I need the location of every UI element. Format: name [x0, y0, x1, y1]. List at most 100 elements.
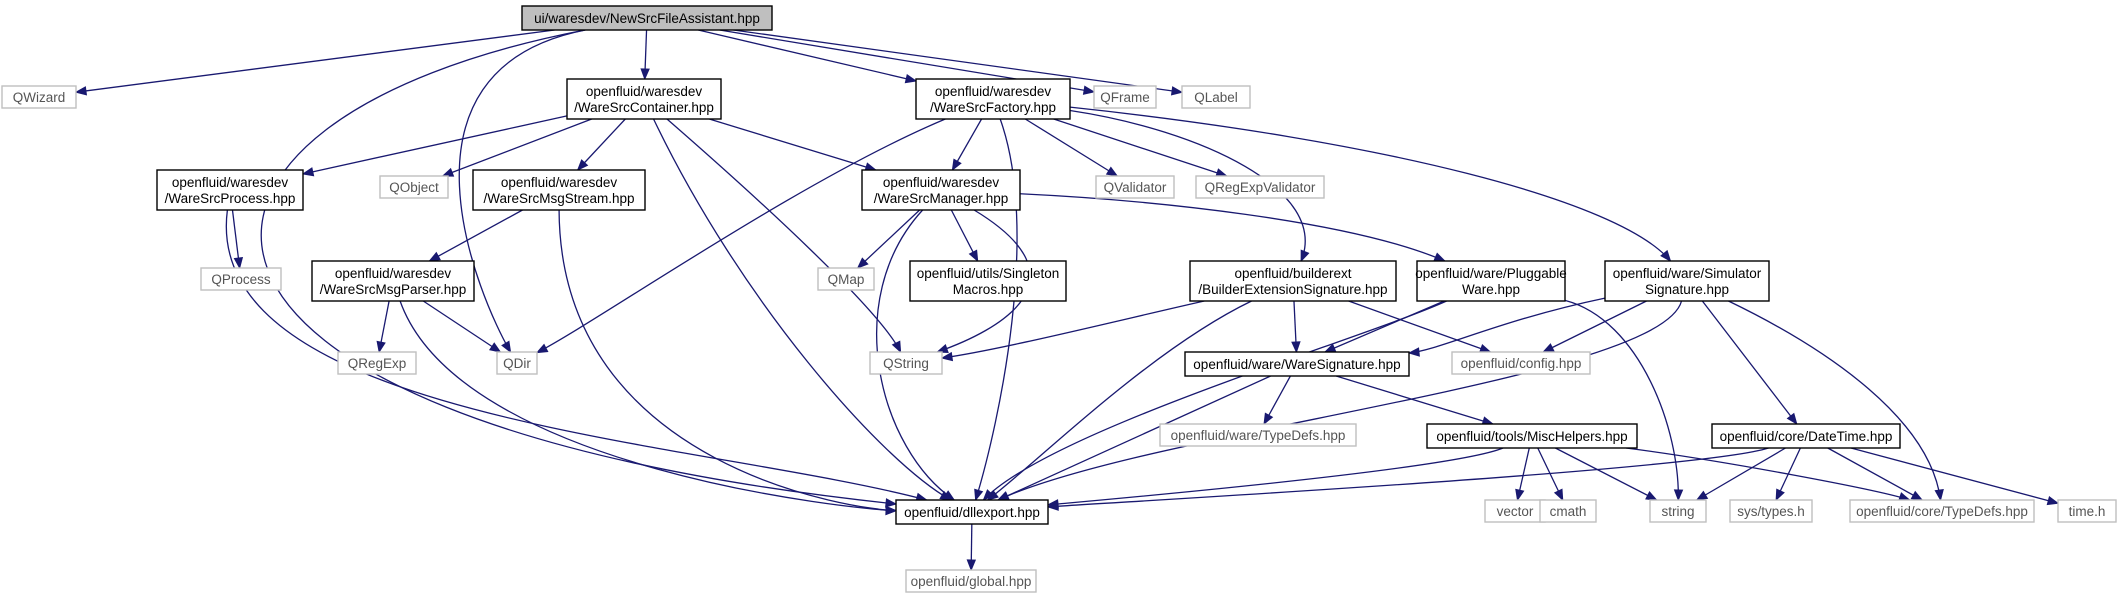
node-waresig[interactable]: openfluid/ware/WareSignature.hpp [1184, 351, 1410, 377]
node-label-line: QWizard [13, 90, 66, 105]
node-label-line: openfluid/waresdev [172, 175, 289, 190]
node-process[interactable]: openfluid/waresdev/WareSrcProcess.hpp [156, 169, 304, 211]
node-label-line: string [1661, 504, 1694, 519]
arrowhead-icon [1407, 347, 1420, 357]
node-root[interactable]: ui/waresdev/NewSrcFileAssistant.hpp [521, 5, 773, 31]
arrowhead-icon [968, 249, 979, 263]
arrowhead-icon [940, 351, 954, 362]
node-label-line: openfluid/ware/TypeDefs.hpp [1171, 428, 1346, 443]
node-box [156, 169, 304, 211]
edge-line [982, 300, 1447, 501]
node-box [200, 267, 282, 291]
edge-container-to-manager [709, 118, 878, 172]
edge-line [225, 209, 927, 501]
edge-line [1696, 447, 1786, 501]
node-coretypedefs: openfluid/core/TypeDefs.hpp [1849, 499, 2035, 523]
node-box [905, 569, 1037, 593]
node-box [379, 175, 449, 199]
node-box [1711, 423, 1901, 449]
edge-line [666, 118, 902, 353]
arrowhead-icon [640, 68, 650, 81]
edge-line [1069, 109, 1306, 262]
edge-process-to-dllexport [225, 209, 928, 502]
node-label-line: ui/waresdev/NewSrcFileAssistant.hpp [534, 11, 760, 26]
edge-factory-to-manager [951, 118, 983, 172]
edge-datetime-to-timeh [1850, 447, 2060, 506]
edge-dllexport-to-global [966, 523, 977, 572]
edge-line [857, 209, 921, 269]
arrowhead-icon [1934, 488, 1944, 502]
node-label-line: openfluid/global.hpp [911, 574, 1032, 589]
node-msgstream[interactable]: openfluid/waresdev/WareSrcMsgStream.hpp [472, 169, 646, 211]
node-cmath: cmath [1539, 499, 1597, 523]
arrowhead-icon [966, 559, 977, 572]
node-mischelpers[interactable]: openfluid/tools/MiscHelpers.hpp [1426, 423, 1638, 449]
node-label-line: openfluid/waresdev [501, 175, 618, 190]
node-box [2057, 499, 2117, 523]
edge-line [1555, 447, 1657, 501]
edge-factory-to-simsig [1069, 106, 1672, 263]
edge-line [558, 209, 897, 512]
edge-line [975, 118, 1018, 501]
arrowhead-icon [942, 490, 956, 501]
arrowhead-icon [1300, 249, 1310, 263]
node-box [909, 260, 1067, 302]
node-box [1093, 85, 1157, 109]
arrowhead-icon [2046, 495, 2060, 506]
node-datetime[interactable]: openfluid/core/DateTime.hpp [1711, 423, 1901, 449]
edge-line [1564, 299, 1679, 501]
node-label-line: QProcess [211, 272, 271, 287]
node-msgparser[interactable]: openfluid/waresdev/WareSrcMsgParser.hpp [311, 260, 475, 302]
edge-datetime-to-dllexport [1046, 447, 1769, 511]
edge-msgparser-to-qregexp [376, 300, 390, 354]
node-box [1181, 85, 1251, 109]
edge-datetime-to-coretypedefs [1827, 447, 1924, 501]
edge-pluggable-to-waresig [1323, 300, 1445, 353]
node-label-line: sys/types.h [1737, 504, 1805, 519]
node-dllexport[interactable]: openfluid/dllexport.hpp [895, 499, 1049, 525]
node-box [869, 351, 943, 375]
edge-container-to-process [301, 115, 568, 177]
arrowhead-icon [1553, 488, 1564, 502]
node-box [566, 78, 722, 120]
node-factory[interactable]: openfluid/waresdev/WareSrcFactory.hpp [915, 78, 1071, 120]
edge-simsig-to-coretypedefs [1728, 300, 1944, 502]
edge-root-to-qdir [458, 29, 586, 354]
node-qdir: QDir [496, 351, 538, 375]
node-box [1189, 260, 1397, 302]
node-builderext[interactable]: openfluid/builderext/BuilderExtensionSig… [1189, 260, 1397, 302]
node-label-line: openfluid/config.hpp [1461, 356, 1582, 371]
arrowhead-icon [885, 498, 898, 508]
edge-builderext-to-dllexport [986, 300, 1252, 501]
edge-container-to-qstring [666, 118, 902, 354]
arrowhead-icon [1082, 85, 1096, 95]
edge-line [577, 118, 626, 171]
edge-line [1827, 447, 1923, 501]
nodes-layer: ui/waresdev/NewSrcFileAssistant.hppQWiza… [1, 5, 2117, 593]
edge-line [709, 118, 876, 171]
arrowhead-icon [441, 167, 455, 177]
arrowhead-icon [1478, 343, 1492, 353]
arrowhead-icon [488, 342, 502, 353]
edge-mischelpers-to-dllexport [1046, 447, 1504, 509]
node-label-line: openfluid/waresdev [586, 84, 703, 99]
node-label-line: openfluid/utils/Singleton [917, 266, 1060, 281]
arrowhead-icon [1910, 490, 1924, 501]
arrowhead-icon [885, 505, 898, 516]
edge-mischelpers-to-vector [1515, 447, 1530, 502]
node-manager[interactable]: openfluid/waresdev/WareSrcManager.hpp [861, 169, 1021, 211]
node-label-line: openfluid/ware/WareSignature.hpp [1193, 357, 1400, 372]
edge-simsig-to-dllexport [996, 300, 1683, 501]
edge-line [941, 300, 1205, 359]
edge-line [536, 118, 946, 354]
edge-builderext-to-qstring [940, 300, 1205, 362]
node-label-line: QMap [828, 272, 865, 287]
node-container[interactable]: openfluid/waresdev/WareSrcContainer.hpp [566, 78, 722, 120]
edge-line [1728, 300, 1942, 501]
edge-mischelpers-to-string [1555, 447, 1658, 501]
arrowhead-icon [1291, 341, 1301, 354]
